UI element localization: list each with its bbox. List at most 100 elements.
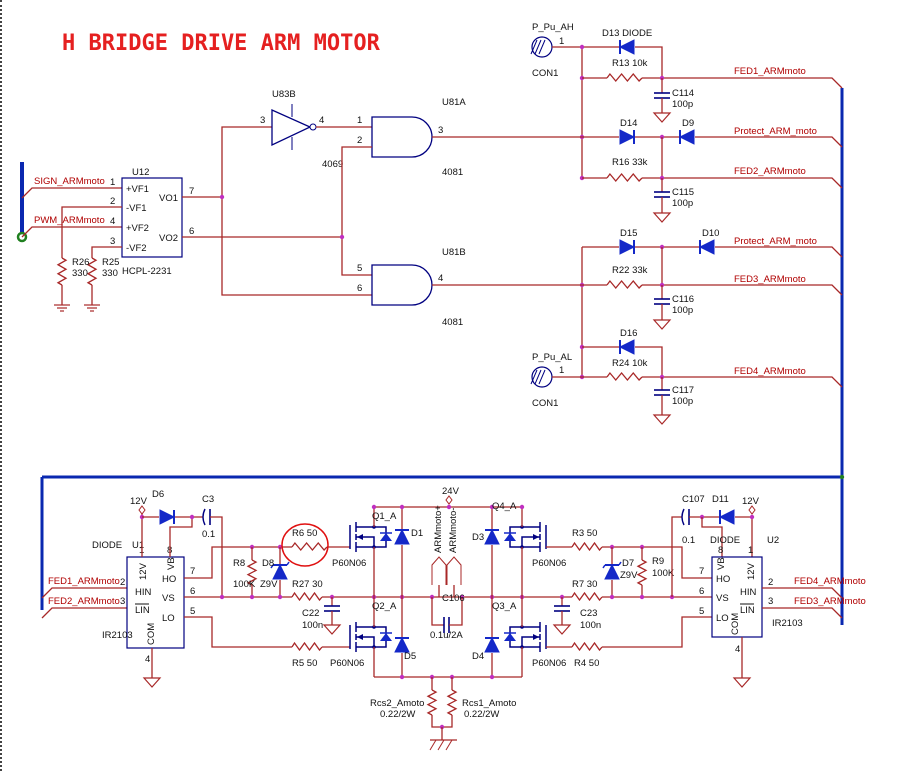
- label-protect: Protect_ARM_moto: [734, 236, 817, 247]
- junction-dot: [609, 594, 615, 600]
- label-u12: U12: [132, 167, 149, 178]
- arrow: [533, 634, 539, 640]
- connector-hatch: [534, 39, 542, 55]
- junction-dot: [339, 234, 345, 240]
- wire: [341, 146, 372, 276]
- label-v12: 12V: [138, 562, 149, 580]
- ground-hash-icon: [437, 739, 445, 751]
- diode-triangle: [678, 129, 695, 145]
- connector-hatch: [530, 39, 538, 55]
- and-gate-u81a: [371, 116, 433, 158]
- label-p_pu_al: P_Pu_AL: [532, 352, 572, 363]
- r6-resistor: [291, 541, 328, 552]
- label-r6: R6 50: [292, 528, 317, 539]
- label-c01: 0.1: [202, 529, 215, 540]
- label-p_pu_ah: P_Pu_AH: [532, 22, 574, 33]
- label-fed3: FED3_ARMmoto: [734, 274, 806, 285]
- body-diode: [380, 633, 392, 641]
- body-diode: [504, 633, 516, 641]
- zener-hook: [602, 564, 606, 569]
- label-c100p: 100p: [672, 99, 693, 110]
- d14-diode: [619, 129, 636, 145]
- wire: [431, 597, 444, 626]
- label-lin: LIN: [740, 605, 755, 616]
- label-c100p: 100p: [672, 396, 693, 407]
- label-r4: R4 50: [574, 658, 599, 669]
- label-rcsv: 0.22/2W: [464, 709, 499, 720]
- junction-dot: [639, 594, 645, 600]
- u2-box: [711, 556, 763, 638]
- d3-diode: [484, 528, 500, 545]
- label-r27: R27 30: [292, 579, 323, 590]
- label-q4: Q4_A: [492, 501, 517, 512]
- label-c106v: 0.1u/2A: [430, 630, 463, 641]
- r27-resistor: [291, 591, 323, 602]
- label-rcs1: Rcs1_Amoto: [462, 698, 516, 709]
- label-hin: HIN: [740, 587, 757, 598]
- r26-resistor: [56, 257, 68, 286]
- label-p4: 4: [145, 654, 150, 665]
- r4-resistor: [571, 641, 603, 652]
- ground-icon: [142, 677, 162, 688]
- wire: [695, 136, 843, 148]
- d5-diode: [394, 636, 410, 653]
- label-r24: R24 10k: [612, 358, 648, 369]
- label-c100p: 100p: [672, 305, 693, 316]
- label-p2: 2: [768, 577, 773, 588]
- ground-icon: [652, 212, 672, 223]
- ground-icon: [732, 677, 752, 688]
- label-p2: 2: [110, 196, 115, 207]
- label-c100p: 100p: [672, 198, 693, 209]
- label-r13: R13 10k: [612, 58, 648, 69]
- r16-resistor: [606, 172, 643, 183]
- wire: [61, 206, 122, 258]
- arrow: [357, 634, 363, 640]
- power-port-icon: [445, 495, 453, 505]
- connector-hatch: [538, 39, 546, 55]
- label-vo2: VO2: [159, 233, 178, 244]
- label-p4: 4: [735, 644, 740, 655]
- label-p6: 6: [189, 226, 194, 237]
- label-r5: R5 50: [292, 658, 317, 669]
- label-d11: D11: [712, 494, 729, 505]
- wire: [635, 46, 663, 78]
- diode-triangle: [619, 129, 636, 145]
- r24-resistor: [606, 371, 643, 382]
- label-lo: LO: [162, 613, 175, 624]
- label-c100n: 100n: [302, 620, 323, 631]
- label-p1: 1: [748, 545, 753, 556]
- label-p1: 1: [559, 365, 564, 376]
- diode-triangle: [618, 339, 635, 355]
- label-diode: DIODE: [710, 535, 740, 546]
- wire: [449, 597, 463, 626]
- inverter-u83b: [271, 108, 312, 147]
- label-r330: 330: [102, 268, 118, 279]
- junction-dot: [277, 594, 283, 600]
- diode-triangle: [604, 563, 620, 580]
- label-ir2103: IR2103: [102, 630, 133, 641]
- label-r25: R25: [102, 257, 119, 268]
- diode-triangle: [484, 528, 500, 545]
- label-r3: R3 50: [572, 528, 597, 539]
- r22-resistor: [606, 279, 643, 290]
- label-p4: 4: [319, 115, 324, 126]
- d9-diode: [678, 129, 695, 145]
- label-p6: 6: [190, 586, 195, 597]
- label-com: COM: [730, 613, 741, 635]
- label-u83b: U83B: [272, 89, 296, 100]
- label-vf2p: +VF2: [126, 223, 149, 234]
- diode-triangle: [698, 239, 715, 255]
- junction-dot: [579, 44, 585, 50]
- label-d5: D5: [404, 651, 416, 662]
- label-and_type: 4081: [442, 317, 463, 328]
- body-lead: [356, 636, 375, 647]
- label-ho: HO: [716, 574, 730, 585]
- label-v12: 12V: [746, 562, 757, 580]
- label-p6: 6: [357, 283, 362, 294]
- label-sign: SIGN_ARMmoto: [34, 176, 105, 187]
- label-p60n06: P60N06: [332, 558, 366, 569]
- label-c116: C116: [672, 294, 694, 305]
- u1-box: [126, 556, 185, 649]
- label-p1: 1: [110, 177, 115, 188]
- wire: [671, 516, 682, 597]
